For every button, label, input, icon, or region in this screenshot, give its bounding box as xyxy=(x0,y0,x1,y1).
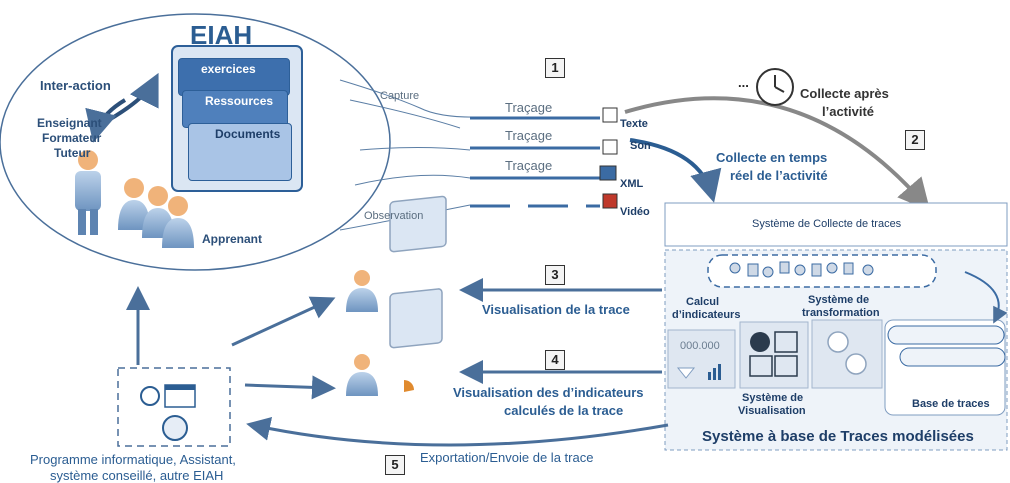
tile-ressources-label: Ressources xyxy=(205,94,274,108)
calc-label-2: d’indicateurs xyxy=(672,309,741,321)
tile-exercices-label: exercices xyxy=(201,62,256,76)
viz-system-label-1: Système de xyxy=(742,392,804,404)
format-icons xyxy=(599,107,618,209)
tile-documents[interactable]: Documents xyxy=(188,123,292,181)
viz-indicators-label-1: Visualisation des d’indicateurs xyxy=(453,385,644,400)
collect-realtime-arrow xyxy=(629,138,722,203)
export-label: Exportation/Envoie de la trace xyxy=(420,450,594,465)
arrow-program-user2 xyxy=(244,375,336,400)
collect-after-arrow xyxy=(624,96,931,212)
program-label-2: système conseillé, autre EIAH xyxy=(50,468,224,483)
user-viz-1 xyxy=(346,270,378,312)
tracing-label-2: Traçage xyxy=(505,128,553,143)
user-viz-2 xyxy=(346,354,378,396)
trace-base-label: Base de traces xyxy=(912,398,990,410)
export-arrow xyxy=(246,417,669,447)
learners-figure xyxy=(118,178,194,248)
chart-doc-icon xyxy=(389,288,443,392)
teacher-label-3: Tuteur xyxy=(54,146,91,160)
format-text: Texte xyxy=(620,118,648,130)
tile-documents-label: Documents xyxy=(215,127,281,141)
learner-label: Apprenant xyxy=(202,232,262,246)
trace-capsule xyxy=(707,254,937,288)
viz-trace-label: Visualisation de la trace xyxy=(482,302,630,317)
teacher-label-2: Formateur xyxy=(42,131,102,145)
observation-label: Observation xyxy=(364,210,424,222)
collect-system-label: Système de Collecte de traces xyxy=(752,218,902,230)
format-sound: Son xyxy=(630,140,651,152)
step-5: 5 xyxy=(385,455,405,475)
collect-after-1: Collecte après xyxy=(800,86,889,101)
collect-realtime-2: réel de l’activité xyxy=(730,168,828,183)
main-system-label: Système à base de Traces modélisées xyxy=(702,428,974,445)
capture-label: Capture xyxy=(380,90,420,102)
viz-indicators-label-2: calculés de la trace xyxy=(504,403,624,418)
calc-label-1: Calcul xyxy=(686,296,720,308)
indicator-tile xyxy=(667,329,736,389)
step-4: 4 xyxy=(545,350,565,370)
collect-after-2: l’activité xyxy=(822,104,875,119)
step-3: 3 xyxy=(545,265,565,285)
capture-curve xyxy=(339,79,481,118)
format-xml: XML xyxy=(620,178,644,190)
viz-system-label-2: Visualisation xyxy=(738,405,806,417)
transform-tile xyxy=(811,319,883,389)
collect-system-box xyxy=(664,202,1008,247)
clock-icon xyxy=(756,68,794,106)
teacher-figure xyxy=(75,150,101,235)
collect-realtime-1: Collecte en temps xyxy=(716,150,828,165)
ellipsis: ... xyxy=(738,75,749,90)
eiah-title: EIAH xyxy=(190,20,253,50)
step-2: 2 xyxy=(905,130,925,150)
interaction-label: Inter-action xyxy=(40,78,111,93)
format-video: Vidéo xyxy=(620,206,650,218)
viz-tile xyxy=(739,321,809,389)
transform-label-1: Système de xyxy=(808,294,870,306)
program-label-1: Programme informatique, Assistant, xyxy=(30,452,236,467)
tracing-label-3: Traçage xyxy=(505,158,553,173)
teacher-label-1: Enseignant xyxy=(37,116,102,130)
step-1: 1 xyxy=(545,58,565,78)
arrow-program-user1 xyxy=(231,296,336,347)
indicator-value: 000.000 xyxy=(680,340,720,352)
tracing-label-1: Traçage xyxy=(505,100,553,115)
transform-label-2: transformation xyxy=(802,307,880,319)
